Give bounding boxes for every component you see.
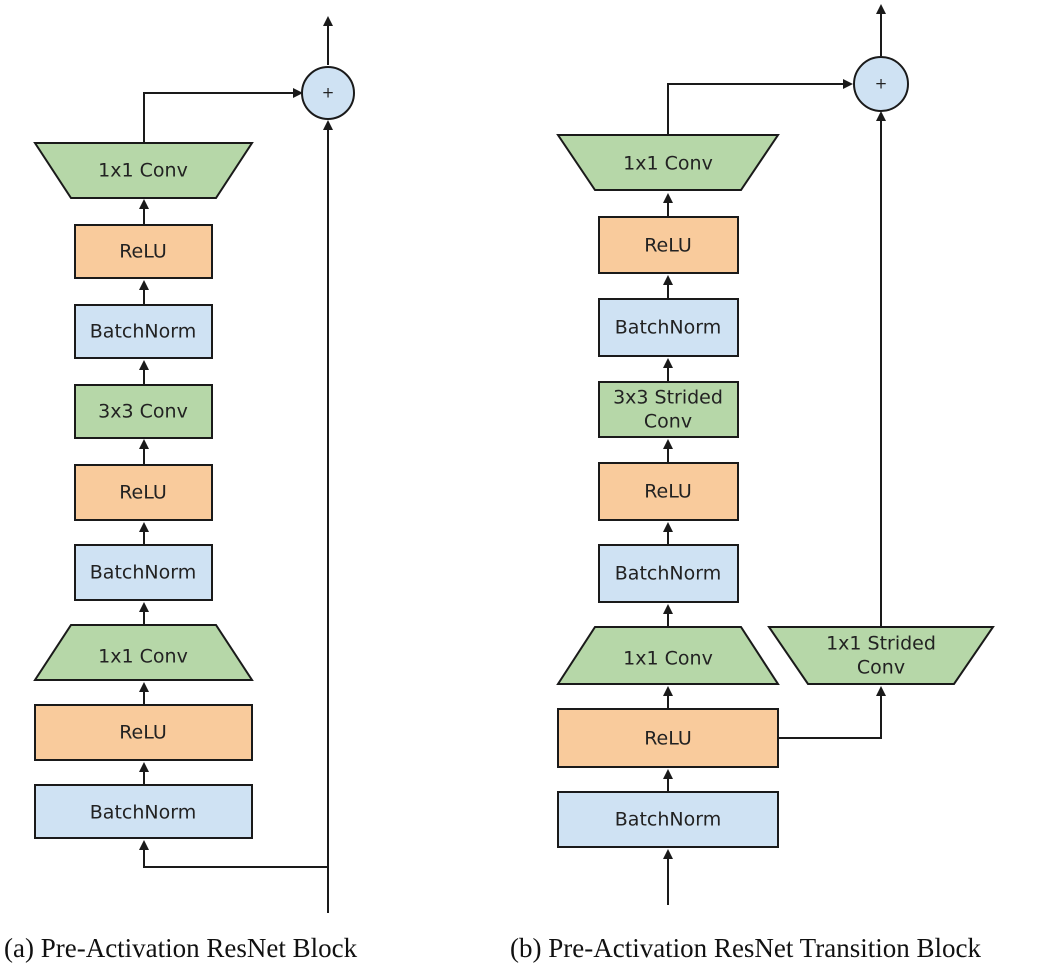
node-b-1: ReLU — [598, 216, 739, 274]
sum-node-a: + — [301, 66, 355, 120]
strided-conv-1x1-label-line1: 1x1 Strided — [826, 633, 936, 655]
node-b-0: 1x1 Conv — [556, 134, 780, 191]
caption-b: (b) Pre-Activation ResNet Transition Blo… — [510, 933, 981, 963]
strided-conv-3x3-label-line2: Conv — [644, 411, 692, 433]
plus-icon: + — [322, 84, 335, 102]
conv-1x1-top-shape — [33, 142, 254, 199]
relu-shape — [74, 224, 213, 279]
relu-label: ReLU — [644, 235, 692, 257]
node-b-5: BatchNorm — [598, 544, 739, 603]
sum-node-b: + — [853, 56, 909, 112]
relu-label: ReLU — [644, 728, 692, 750]
batchnorm-shape — [74, 544, 213, 601]
relu-label: ReLU — [119, 241, 167, 263]
node-a-4: ReLU — [74, 464, 213, 521]
relu-shape — [598, 462, 739, 521]
conv-1x1-bottom-label: 1x1 Conv — [623, 648, 713, 670]
node-a-1: ReLU — [74, 224, 213, 279]
sum-circle — [853, 56, 909, 112]
node-b-6: 1x1 Conv — [556, 626, 780, 685]
panel-b: 1x1 Conv ReLU BatchNorm 3x3 Strided Conv… — [510, 4, 995, 963]
batchnorm-shape — [598, 298, 739, 357]
strided-conv-1x1-label-line2: Conv — [857, 657, 905, 679]
node-b-7: ReLU — [557, 708, 779, 768]
conv-1x1-top-label: 1x1 Conv — [623, 153, 713, 175]
arrow-conv-to-sum — [667, 79, 853, 135]
conv-1x1-bottom-shape — [556, 626, 780, 685]
conv-3x3-shape — [74, 384, 213, 439]
strided-conv-3x3-label-line1: 3x3 Strided — [613, 387, 723, 409]
relu-label: ReLU — [119, 722, 167, 744]
node-a-0: 1x1 Conv — [33, 142, 254, 199]
panel-a: 1x1 Conv ReLU BatchNorm 3x3 Conv ReLU Ba… — [4, 16, 358, 963]
panel-b-connectors — [663, 4, 886, 905]
batchnorm-label: BatchNorm — [90, 321, 196, 343]
shortcut-strided-conv: 1x1 Strided Conv — [767, 626, 995, 685]
arrow-relu-to-shortcut — [778, 686, 886, 739]
batchnorm-label: BatchNorm — [615, 563, 721, 585]
strided-conv-3x3-shape — [598, 381, 739, 438]
conv-3x3-label: 3x3 Conv — [98, 401, 188, 423]
node-b-8: BatchNorm — [557, 791, 779, 848]
batchnorm-shape — [557, 791, 779, 848]
conv-1x1-bottom-shape — [33, 624, 254, 681]
plus-icon: + — [875, 75, 888, 93]
node-a-5: BatchNorm — [74, 544, 213, 601]
node-a-3: 3x3 Conv — [74, 384, 213, 439]
caption-a: (a) Pre-Activation ResNet Block — [4, 933, 358, 963]
batchnorm-label: BatchNorm — [90, 802, 196, 824]
arrow-conv-to-sum — [143, 88, 303, 143]
batchnorm-label: BatchNorm — [615, 317, 721, 339]
relu-shape — [557, 708, 779, 768]
relu-label: ReLU — [119, 482, 167, 504]
batchnorm-shape — [74, 304, 213, 359]
node-a-2: BatchNorm — [74, 304, 213, 359]
batchnorm-label: BatchNorm — [615, 809, 721, 831]
arrow-input-branch — [139, 840, 328, 868]
node-b-4: ReLU — [598, 462, 739, 521]
batchnorm-label: BatchNorm — [90, 562, 196, 584]
relu-shape — [34, 704, 253, 761]
batchnorm-shape — [598, 544, 739, 603]
conv-1x1-top-shape — [556, 134, 780, 191]
node-a-7: ReLU — [34, 704, 253, 761]
relu-shape — [74, 464, 213, 521]
strided-conv-1x1-shape — [767, 626, 995, 685]
conv-1x1-bottom-label: 1x1 Conv — [98, 646, 188, 668]
relu-label: ReLU — [644, 481, 692, 503]
batchnorm-shape — [34, 784, 253, 839]
node-a-8: BatchNorm — [34, 784, 253, 839]
sum-circle — [301, 66, 355, 120]
relu-shape — [598, 216, 739, 274]
node-b-2: BatchNorm — [598, 298, 739, 357]
node-b-3: 3x3 Strided Conv — [598, 381, 739, 438]
node-a-6: 1x1 Conv — [33, 624, 254, 681]
panel-a-connectors — [139, 16, 333, 913]
conv-1x1-top-label: 1x1 Conv — [98, 160, 188, 182]
